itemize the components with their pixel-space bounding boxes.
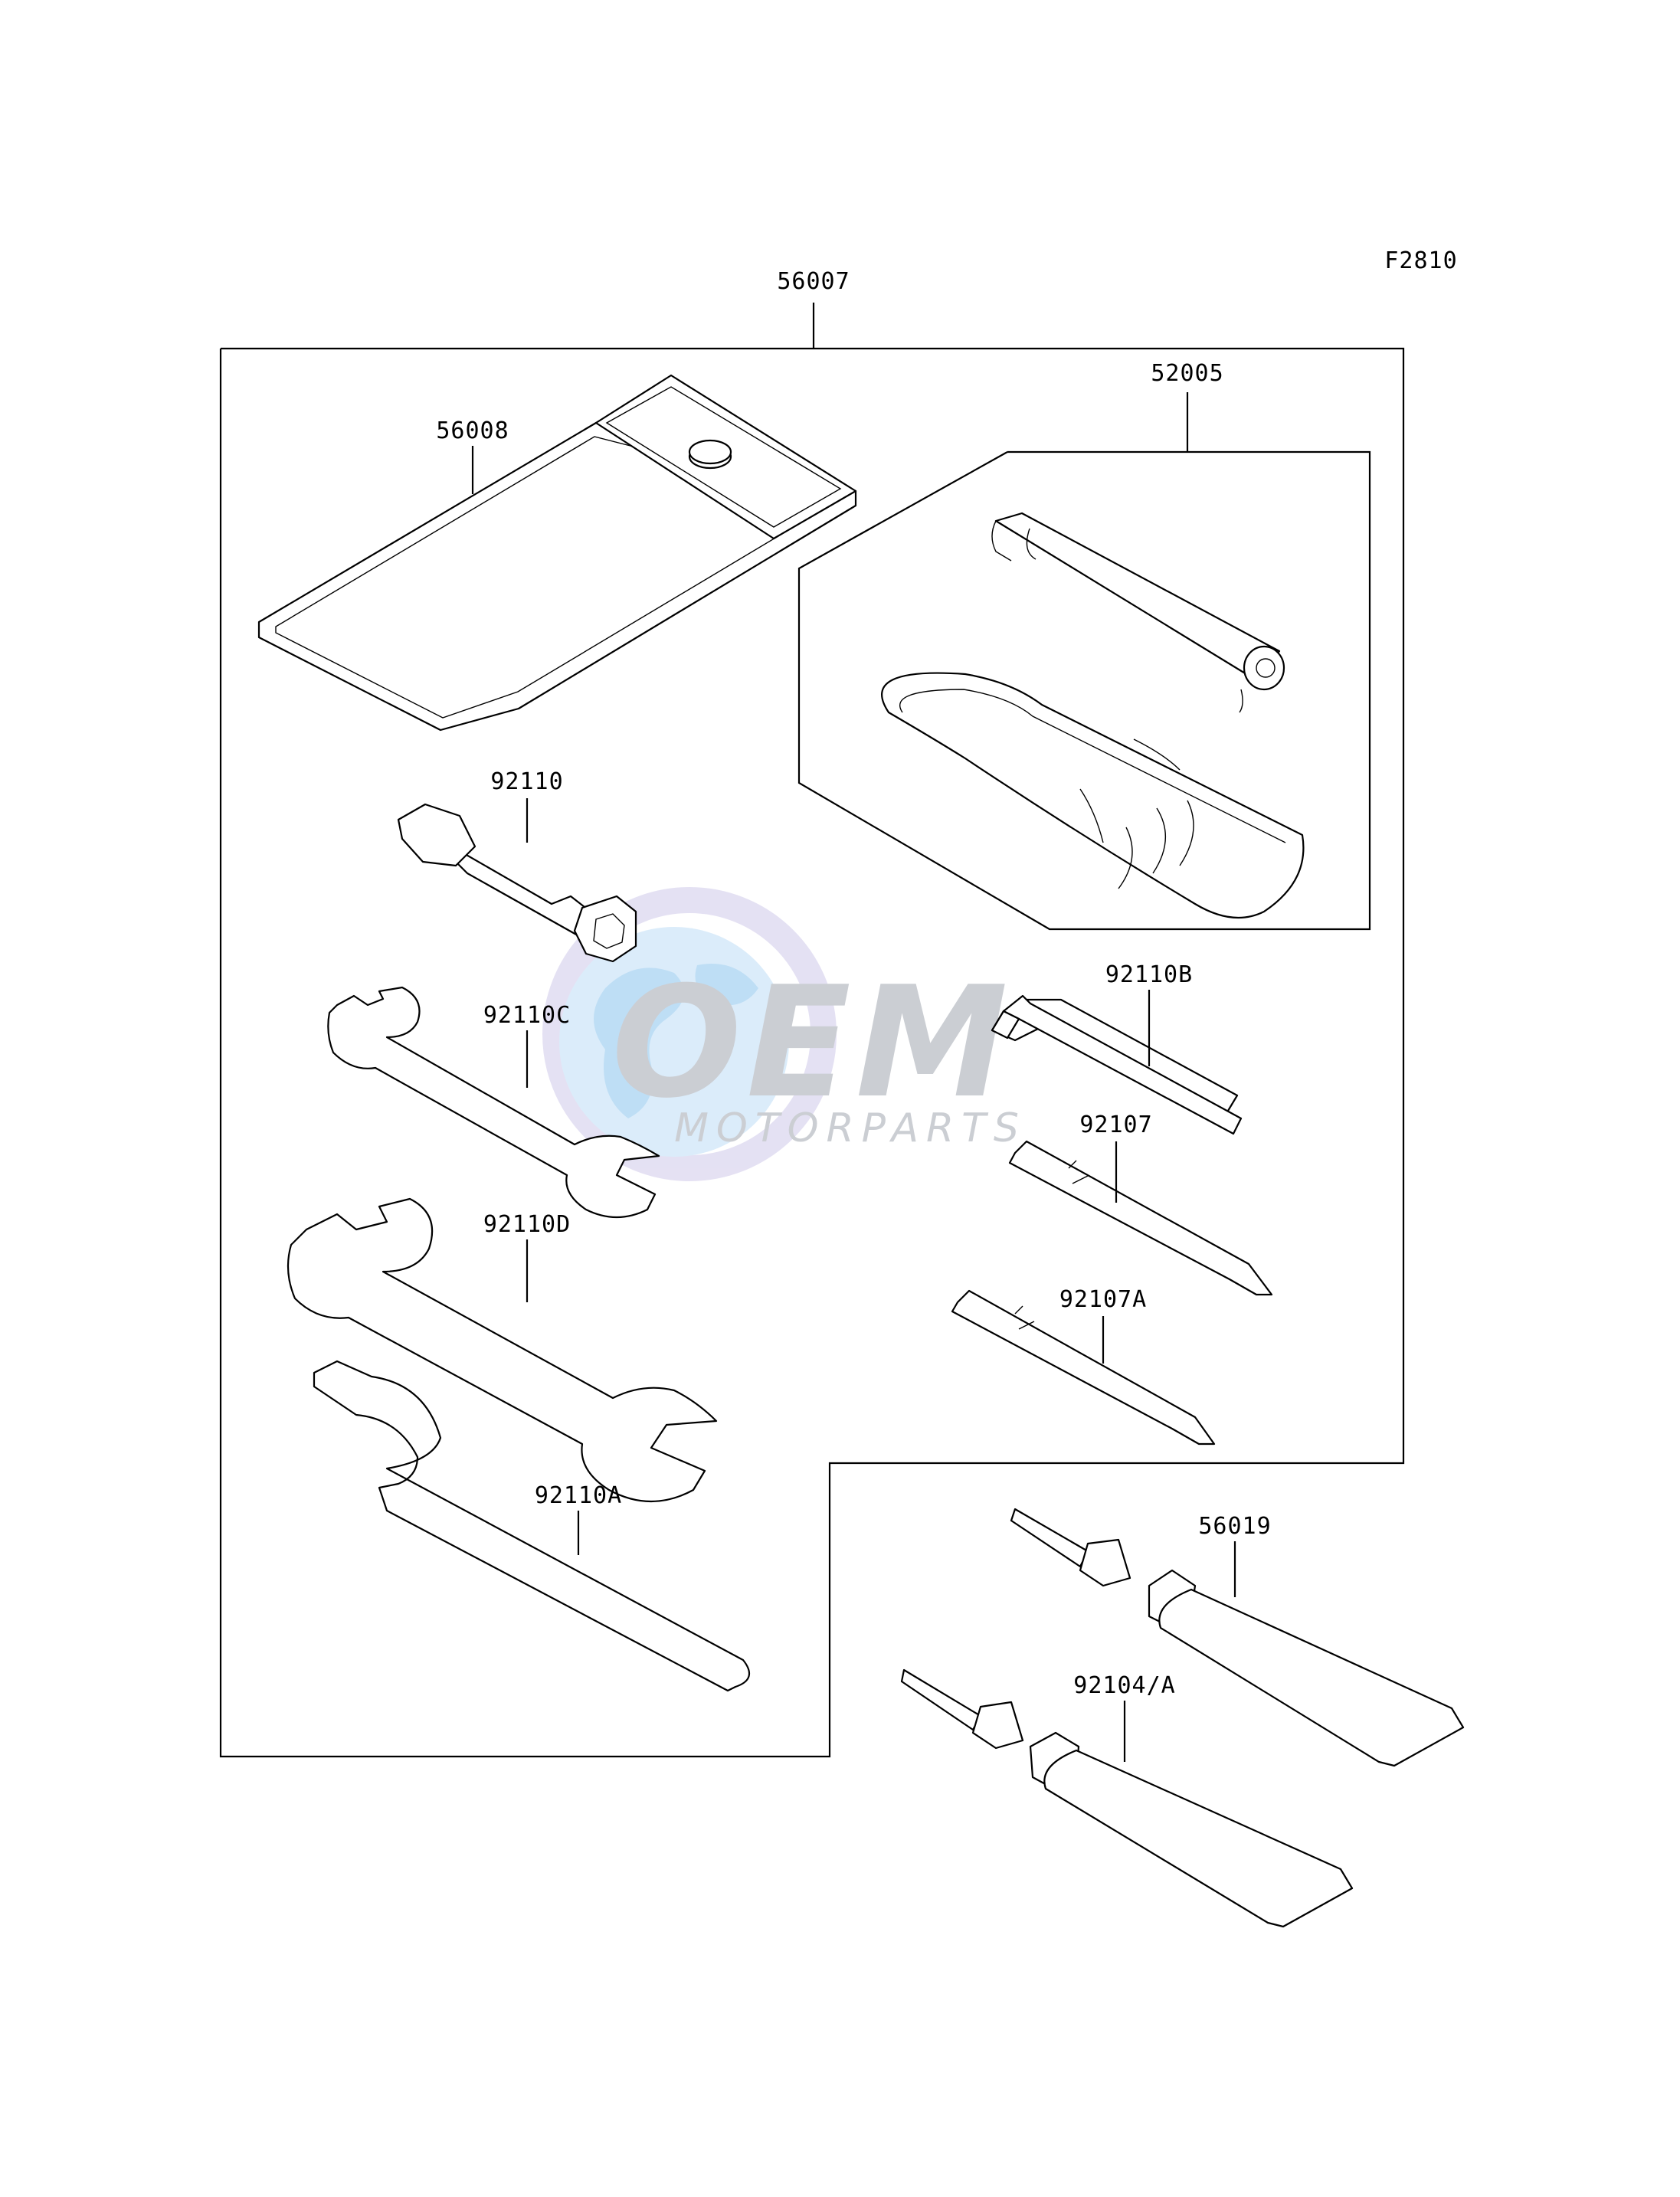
grease-tube (1010, 1508, 1465, 1767)
label-grease: 56019 (1198, 1513, 1271, 1540)
wrench-c (327, 986, 660, 1219)
watermark-continents (594, 964, 758, 1118)
label-case: 56008 (436, 417, 509, 444)
figure-code: F2810 (1384, 247, 1457, 274)
plug-wrench (397, 803, 637, 963)
label-screwdriver: 92107 (1079, 1112, 1152, 1138)
tool-case (257, 374, 857, 732)
label-wrench-d: 92110D (483, 1211, 571, 1238)
spanner-a (313, 1360, 751, 1692)
watermark-tagline: MOTORPARTS (674, 1105, 1027, 1151)
repair-pouch (881, 672, 1305, 919)
label-kit: 56007 (777, 268, 850, 295)
watermark-ring (542, 887, 837, 1181)
wrench-d (287, 1197, 718, 1502)
label-screwdriver-a: 92107A (1059, 1286, 1147, 1313)
label-hex-key: 92110B (1105, 961, 1193, 988)
label-tube: 92104/A (1073, 1672, 1175, 1699)
label-spanner-a: 92110A (535, 1482, 622, 1509)
watermark-brand: OEM (611, 954, 1013, 1132)
screwdriver (1008, 1140, 1273, 1296)
hex-key (991, 994, 1243, 1135)
tire-repair-tool (991, 512, 1285, 713)
label-wrench-c: 92110C (483, 1002, 571, 1029)
label-repair-kit: 52005 (1151, 360, 1223, 387)
sealant-tube (900, 1668, 1354, 1928)
screwdriver-a (951, 1289, 1216, 1446)
kit-outline (219, 347, 1405, 1758)
repair-kit-outline (797, 450, 1371, 931)
watermark: OEM MOTORPARTS (542, 887, 1027, 1181)
label-plug-wrench: 92110 (490, 768, 563, 795)
